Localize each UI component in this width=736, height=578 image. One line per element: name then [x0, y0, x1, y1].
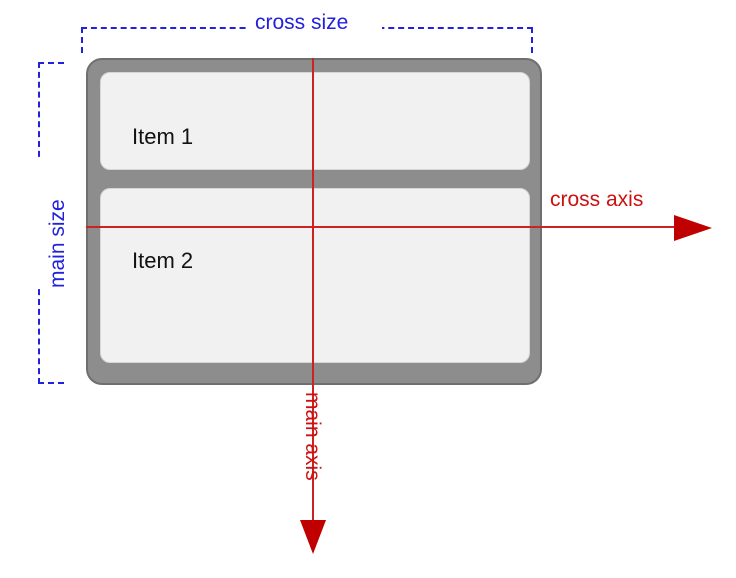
cross-axis-line	[86, 226, 676, 228]
flex-item-1: Item 1	[100, 72, 530, 170]
cross-axis-label: cross axis	[550, 188, 644, 211]
main-size-bracket-label-gap	[30, 158, 48, 288]
flex-item-2: Item 2	[100, 188, 530, 363]
flex-container: Item 1 Item 2	[86, 58, 542, 385]
main-axis-label: main axis	[301, 392, 324, 481]
flex-item-1-label: Item 1	[132, 124, 194, 149]
flex-item-2-label: Item 2	[132, 248, 194, 273]
main-axis-line	[312, 58, 314, 526]
main-axis-arrowhead-icon	[300, 520, 326, 554]
cross-size-bracket-label-gap	[246, 20, 382, 36]
cross-size-label: cross size	[255, 11, 349, 34]
main-size-label: main size	[46, 199, 69, 288]
cross-axis-arrowhead-icon	[674, 215, 712, 241]
